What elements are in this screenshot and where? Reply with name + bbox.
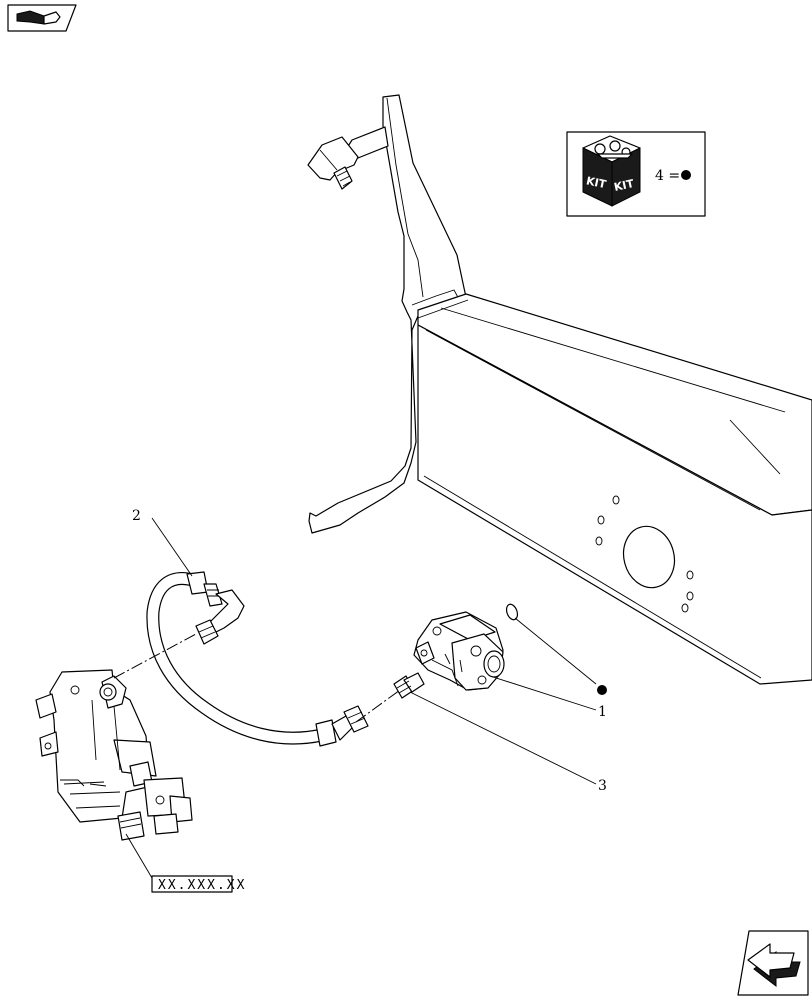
hydraulic-hose: [146, 571, 369, 747]
o-ring: [505, 603, 519, 621]
callout-4-bullet-icon: [597, 685, 607, 695]
centerline-valve-hose: [113, 633, 197, 679]
leader-line-4: [514, 617, 597, 685]
housing-box: [417, 293, 812, 685]
prev-page-nav-icon[interactable]: [7, 4, 77, 32]
callout-2: 2: [132, 508, 141, 524]
hydraulic-pump: [413, 611, 505, 691]
callout-3: 3: [598, 778, 607, 794]
kit-label-left: KIT: [585, 174, 608, 191]
frame-bracket: [307, 94, 467, 534]
centerline-hose-pump: [355, 689, 401, 723]
leader-line-ref: [125, 833, 153, 879]
pump-fitting: [393, 672, 425, 699]
kit-bullet-icon: [681, 170, 691, 180]
kit-item-number: 4 =: [655, 168, 680, 184]
next-page-nav-icon[interactable]: [737, 930, 809, 996]
leader-line-3: [409, 691, 597, 785]
leader-line-1: [489, 675, 597, 711]
control-valve: [35, 669, 193, 841]
kit-label-right: KIT: [613, 177, 636, 194]
leader-line-2: [151, 517, 193, 577]
mounting-hole: [622, 525, 676, 589]
cross-reference-code: XX.XXX.XX: [158, 878, 246, 893]
callout-1: 1: [598, 704, 607, 720]
kit-legend: KIT KIT 4 =: [566, 131, 706, 217]
cross-reference-link[interactable]: XX.XXX.XX: [151, 875, 246, 893]
kit-box-icon: KIT KIT: [582, 135, 641, 207]
